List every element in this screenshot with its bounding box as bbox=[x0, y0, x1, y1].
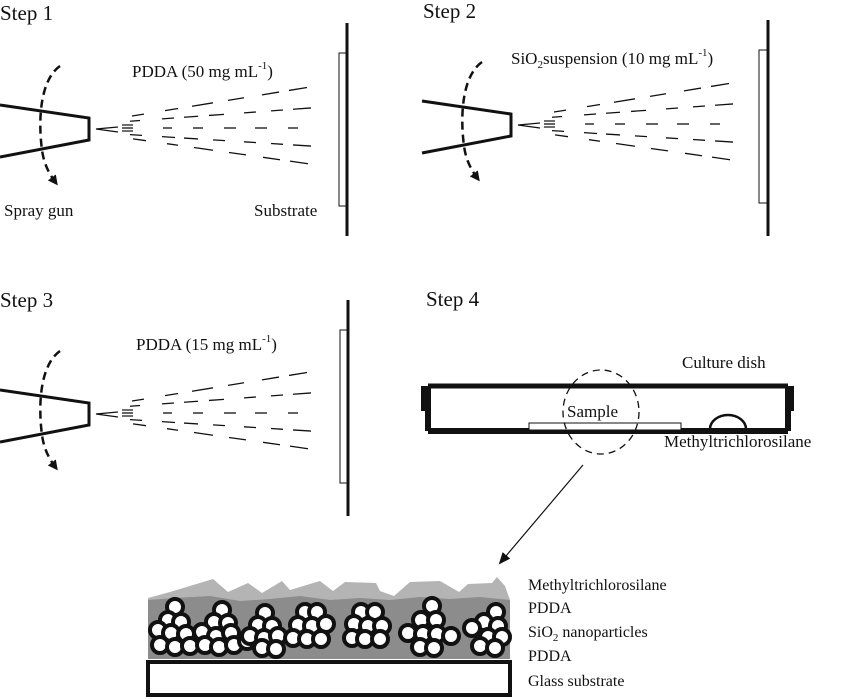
step-2-solution-label: SiO2suspension (10 mg mL-1) bbox=[511, 47, 713, 71]
step-3-panel: Step 3 PDDA (15 mg mL-1) bbox=[0, 288, 350, 516]
layer-label-sio2: SiO2 nanoparticles bbox=[528, 624, 648, 644]
step-3-solution-label: PDDA (15 mg mL-1) bbox=[136, 333, 277, 354]
nanoparticle bbox=[370, 629, 390, 649]
nanoparticle bbox=[424, 638, 444, 658]
step-4-title: Step 4 bbox=[426, 287, 480, 311]
substrate-label: Substrate bbox=[254, 201, 317, 220]
spray-gun-icon bbox=[421, 60, 513, 182]
rotation-arrow-icon bbox=[461, 60, 483, 182]
layer-label-methyltrichlorosilane: Methyltrichlorosilane bbox=[528, 577, 667, 594]
spray-cone bbox=[517, 82, 734, 161]
step-1-panel: Step 1 PDDA (50 mg mL-1) Spray gun Subst… bbox=[0, 1, 349, 236]
spray-cone bbox=[95, 86, 312, 165]
substrate-icon bbox=[338, 23, 349, 236]
layer-stack: Methyltrichlorosilane PDDA SiO2 nanopart… bbox=[146, 577, 667, 697]
nanoparticle bbox=[266, 639, 286, 659]
spray-gun-label: Spray gun bbox=[4, 201, 74, 220]
spray-cone bbox=[95, 371, 312, 450]
magnify-circle-icon bbox=[562, 369, 640, 455]
rotation-arrow-icon bbox=[39, 349, 61, 471]
nanoparticle bbox=[462, 618, 482, 638]
layer-label-pdda-upper: PDDA bbox=[528, 600, 572, 617]
step-1-solution-label: PDDA (50 mg mL-1) bbox=[132, 60, 273, 81]
layer-label-glass-substrate: Glass substrate bbox=[528, 673, 624, 690]
glass-substrate-layer bbox=[146, 660, 512, 697]
substrate-icon bbox=[339, 300, 350, 516]
culture-dish-label: Culture dish bbox=[682, 353, 766, 372]
zoom-arrow-icon bbox=[498, 464, 584, 565]
reagent-droplet-icon bbox=[708, 413, 748, 430]
nanoparticle bbox=[311, 629, 331, 649]
substrate-icon bbox=[758, 20, 770, 236]
reagent-label: Methyltrichlorosilane bbox=[664, 432, 811, 451]
spray-gun-icon bbox=[0, 64, 91, 186]
sample-slide-icon bbox=[528, 422, 682, 431]
step-4-panel: Step 4 Culture dish Sample Methyltrichlo… bbox=[421, 287, 811, 565]
nanoparticle bbox=[485, 638, 505, 658]
rotation-arrow-icon bbox=[39, 64, 61, 186]
step-2-title: Step 2 bbox=[423, 0, 476, 23]
top-coating-layer bbox=[148, 577, 510, 602]
step-2-panel: Step 2 SiO2suspension (10 mg mL-1) bbox=[421, 0, 770, 236]
step-3-title: Step 3 bbox=[0, 288, 53, 312]
culture-dish-icon bbox=[421, 383, 794, 434]
layer-label-pdda-lower: PDDA bbox=[528, 648, 572, 665]
sample-label: Sample bbox=[567, 402, 618, 421]
sio2-nanoparticles-layer bbox=[148, 596, 512, 659]
spray-gun-icon bbox=[0, 349, 91, 471]
layer-labels: Methyltrichlorosilane PDDA SiO2 nanopart… bbox=[528, 577, 667, 690]
step-1-title: Step 1 bbox=[0, 1, 53, 25]
nanoparticle bbox=[441, 626, 461, 646]
